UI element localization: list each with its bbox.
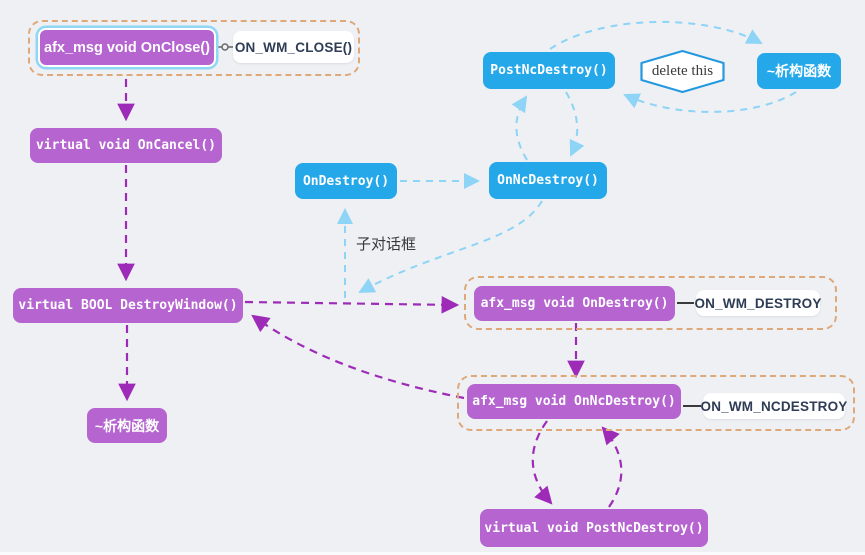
node-delete-this[interactable]: delete this	[640, 49, 725, 94]
node-oncancel[interactable]: virtual void OnCancel()	[30, 128, 222, 163]
edge-postncdestroy-to-destructor-blue	[549, 21, 763, 50]
canvas-bottom-edge	[0, 552, 865, 555]
node-on-wm-destroy-label: ON_WM_DESTROY	[694, 295, 822, 311]
node-on-wm-ncdestroy[interactable]: ON_WM_NCDESTROY	[700, 393, 848, 419]
node-postncdestroy-virtual-label: virtual void PostNcDestroy()	[484, 520, 704, 536]
child-dialog-text: 子对话框	[356, 236, 417, 253]
node-ondestroy-blue[interactable]: OnDestroy()	[295, 163, 397, 199]
node-onncdestroy-msg[interactable]: afx_msg void OnNcDestroy()	[467, 384, 681, 419]
edge-onncdestroy-to-junction	[358, 200, 543, 293]
group-ondestroy[interactable]	[464, 276, 837, 330]
node-ondestroy-msg-label: afx_msg void OnDestroy()	[480, 296, 669, 311]
node-oncancel-label: virtual void OnCancel()	[35, 138, 216, 153]
group-connectors	[218, 43, 701, 407]
node-on-wm-close[interactable]: ON_WM_CLOSE()	[233, 31, 354, 63]
edge-onncdestroy-to-postncdestroy-blue	[511, 95, 528, 161]
group-onncdestroy[interactable]	[457, 375, 855, 431]
node-on-wm-ncdestroy-label: ON_WM_NCDESTROY	[700, 398, 848, 414]
node-on-wm-close-label: ON_WM_CLOSE()	[234, 39, 353, 55]
node-ondestroy-blue-label: OnDestroy()	[302, 173, 390, 189]
edge-onncdestroymsg-to-postncdestroy	[531, 420, 553, 505]
edge-destroywindow-to-ondestroymsg	[244, 295, 460, 314]
node-onclose[interactable]: afx_msg void OnClose()	[38, 28, 216, 67]
node-onncdestroy-msg-label: afx_msg void OnNcDestroy()	[472, 394, 676, 409]
node-onclose-label: afx_msg void OnClose()	[44, 39, 210, 56]
node-on-wm-destroy[interactable]: ON_WM_DESTROY	[694, 290, 822, 316]
node-postncdestroy-blue[interactable]: PostNcDestroy()	[483, 52, 615, 89]
group-onclose[interactable]	[28, 20, 360, 76]
edge-postncdestroy-to-onncdestroymsg	[601, 426, 623, 508]
node-destroywindow[interactable]: virtual BOOL DestroyWindow()	[13, 288, 243, 323]
node-destructor-blue-label: ~析构函数	[766, 63, 832, 79]
node-destructor-purple-label: ~析构函数	[94, 417, 160, 434]
node-delete-this-label: delete this	[651, 63, 714, 79]
edge-onncdestroymsg-to-destroywindow	[251, 314, 465, 400]
node-postncdestroy-blue-label: PostNcDestroy()	[490, 63, 608, 78]
node-destroywindow-label: virtual BOOL DestroyWindow()	[18, 298, 238, 313]
node-onncdestroy-blue[interactable]: OnNcDestroy()	[489, 162, 607, 199]
node-destructor-blue[interactable]: ~析构函数	[757, 53, 841, 89]
node-ondestroy-msg[interactable]: afx_msg void OnDestroy()	[474, 286, 675, 321]
node-destructor-purple[interactable]: ~析构函数	[87, 408, 167, 443]
edge-destructor-to-postncdestroy-blue	[623, 91, 797, 113]
edge-postncdestroy-to-onncdestroy-blue	[565, 91, 585, 157]
edge-label-child-dialog[interactable]: 子对话框	[356, 233, 416, 254]
connector-circle	[221, 43, 229, 51]
node-postncdestroy-virtual[interactable]: virtual void PostNcDestroy()	[480, 509, 708, 547]
hexagon-shape	[640, 49, 725, 94]
node-onncdestroy-blue-label: OnNcDestroy()	[497, 173, 599, 188]
